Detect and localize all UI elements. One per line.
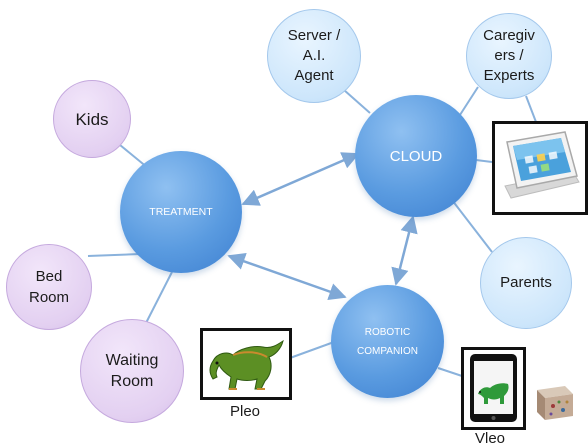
cube-robot-image xyxy=(531,380,578,422)
pleo-image xyxy=(200,328,292,400)
bed-room-label: Bed Room xyxy=(28,268,69,306)
vleo-caption: Vleo xyxy=(475,430,506,445)
vleo-image xyxy=(461,347,526,430)
caregivers-experts-node: Caregiv ers / Experts xyxy=(466,13,552,99)
edge-waiting-treatment xyxy=(145,271,173,324)
robotic-companion-label: ROBOTIC COMPANION xyxy=(357,326,418,357)
treatment-label: TREATMENT xyxy=(149,206,213,218)
kids-label: Kids xyxy=(75,109,109,129)
cube-robot-icon xyxy=(537,386,573,420)
edge-bedroom-treatment xyxy=(87,253,141,257)
tablet-image xyxy=(492,121,588,215)
pleo-dinosaur-icon xyxy=(203,331,289,397)
arrow-cloud-robotic xyxy=(391,215,418,286)
waiting-room-label: Waiting Room xyxy=(105,352,159,390)
arrow-treatment-cloud xyxy=(241,152,360,206)
tablet-icon xyxy=(495,124,585,212)
treatment-node: TREATMENT xyxy=(120,151,242,273)
cloud-label: CLOUD xyxy=(389,147,443,165)
bed-room-node: Bed Room xyxy=(6,244,92,330)
edge-caregivers-cloud xyxy=(457,86,479,119)
server-ai-agent-label: Server / A.I. Agent xyxy=(287,27,341,84)
server-ai-agent-node: Server / A.I. Agent xyxy=(267,9,361,103)
kids-node: Kids xyxy=(53,80,131,158)
edge-server-cloud xyxy=(343,89,371,114)
waiting-room-node: Waiting Room xyxy=(80,319,184,423)
robotic-companion-node: ROBOTIC COMPANION xyxy=(331,285,444,398)
parents-label: Parents xyxy=(500,274,552,291)
parents-node: Parents xyxy=(480,237,572,329)
edge-parents-cloud xyxy=(451,199,493,253)
edge-cloud-tablet xyxy=(475,159,493,163)
edge-pleo-robotic xyxy=(289,341,335,359)
arrow-treatment-robotic xyxy=(227,252,347,301)
pleo-caption: Pleo xyxy=(230,403,261,420)
vleo-tablet-icon xyxy=(464,350,523,427)
caregivers-experts-label: Caregiv ers / Experts xyxy=(483,27,535,84)
edge-vleo-robotic xyxy=(437,367,463,377)
edge-caregivers-tablet xyxy=(525,95,537,123)
cloud-node: CLOUD xyxy=(355,95,477,217)
